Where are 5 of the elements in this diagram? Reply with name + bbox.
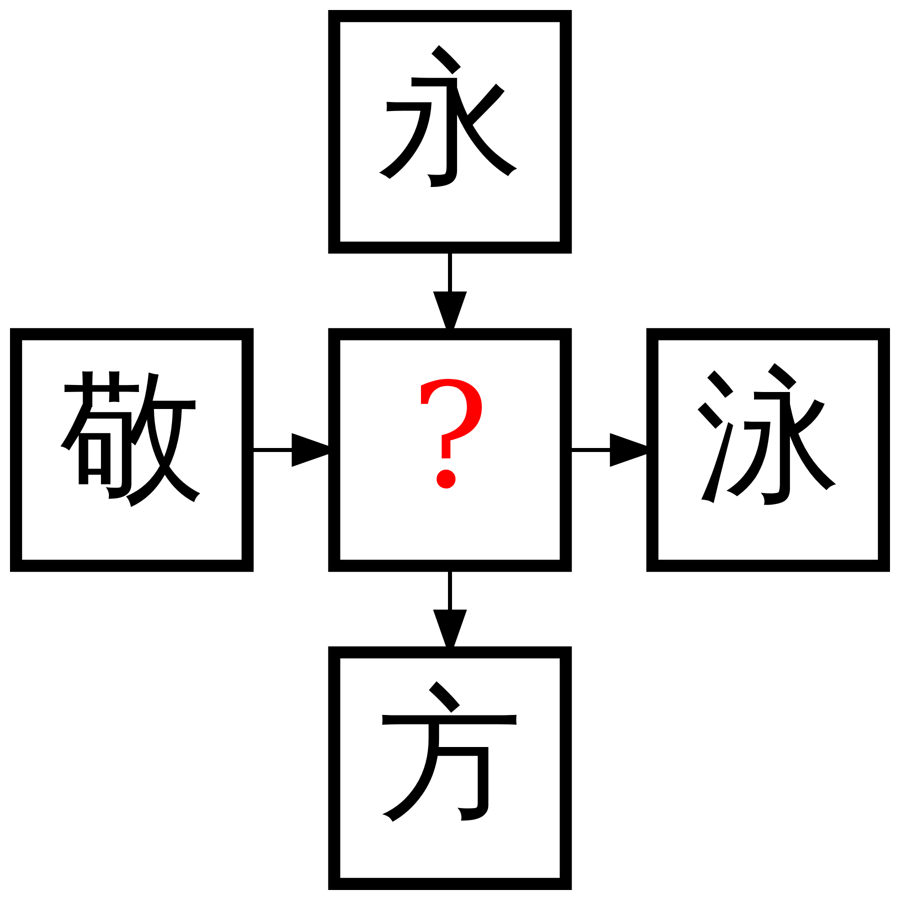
node-box: 永 (328, 10, 572, 254)
node-box: 敬 (10, 328, 254, 572)
node-box: 泳 (646, 328, 890, 572)
node-box: ? (328, 328, 572, 572)
node-box: 方 (328, 646, 572, 890)
